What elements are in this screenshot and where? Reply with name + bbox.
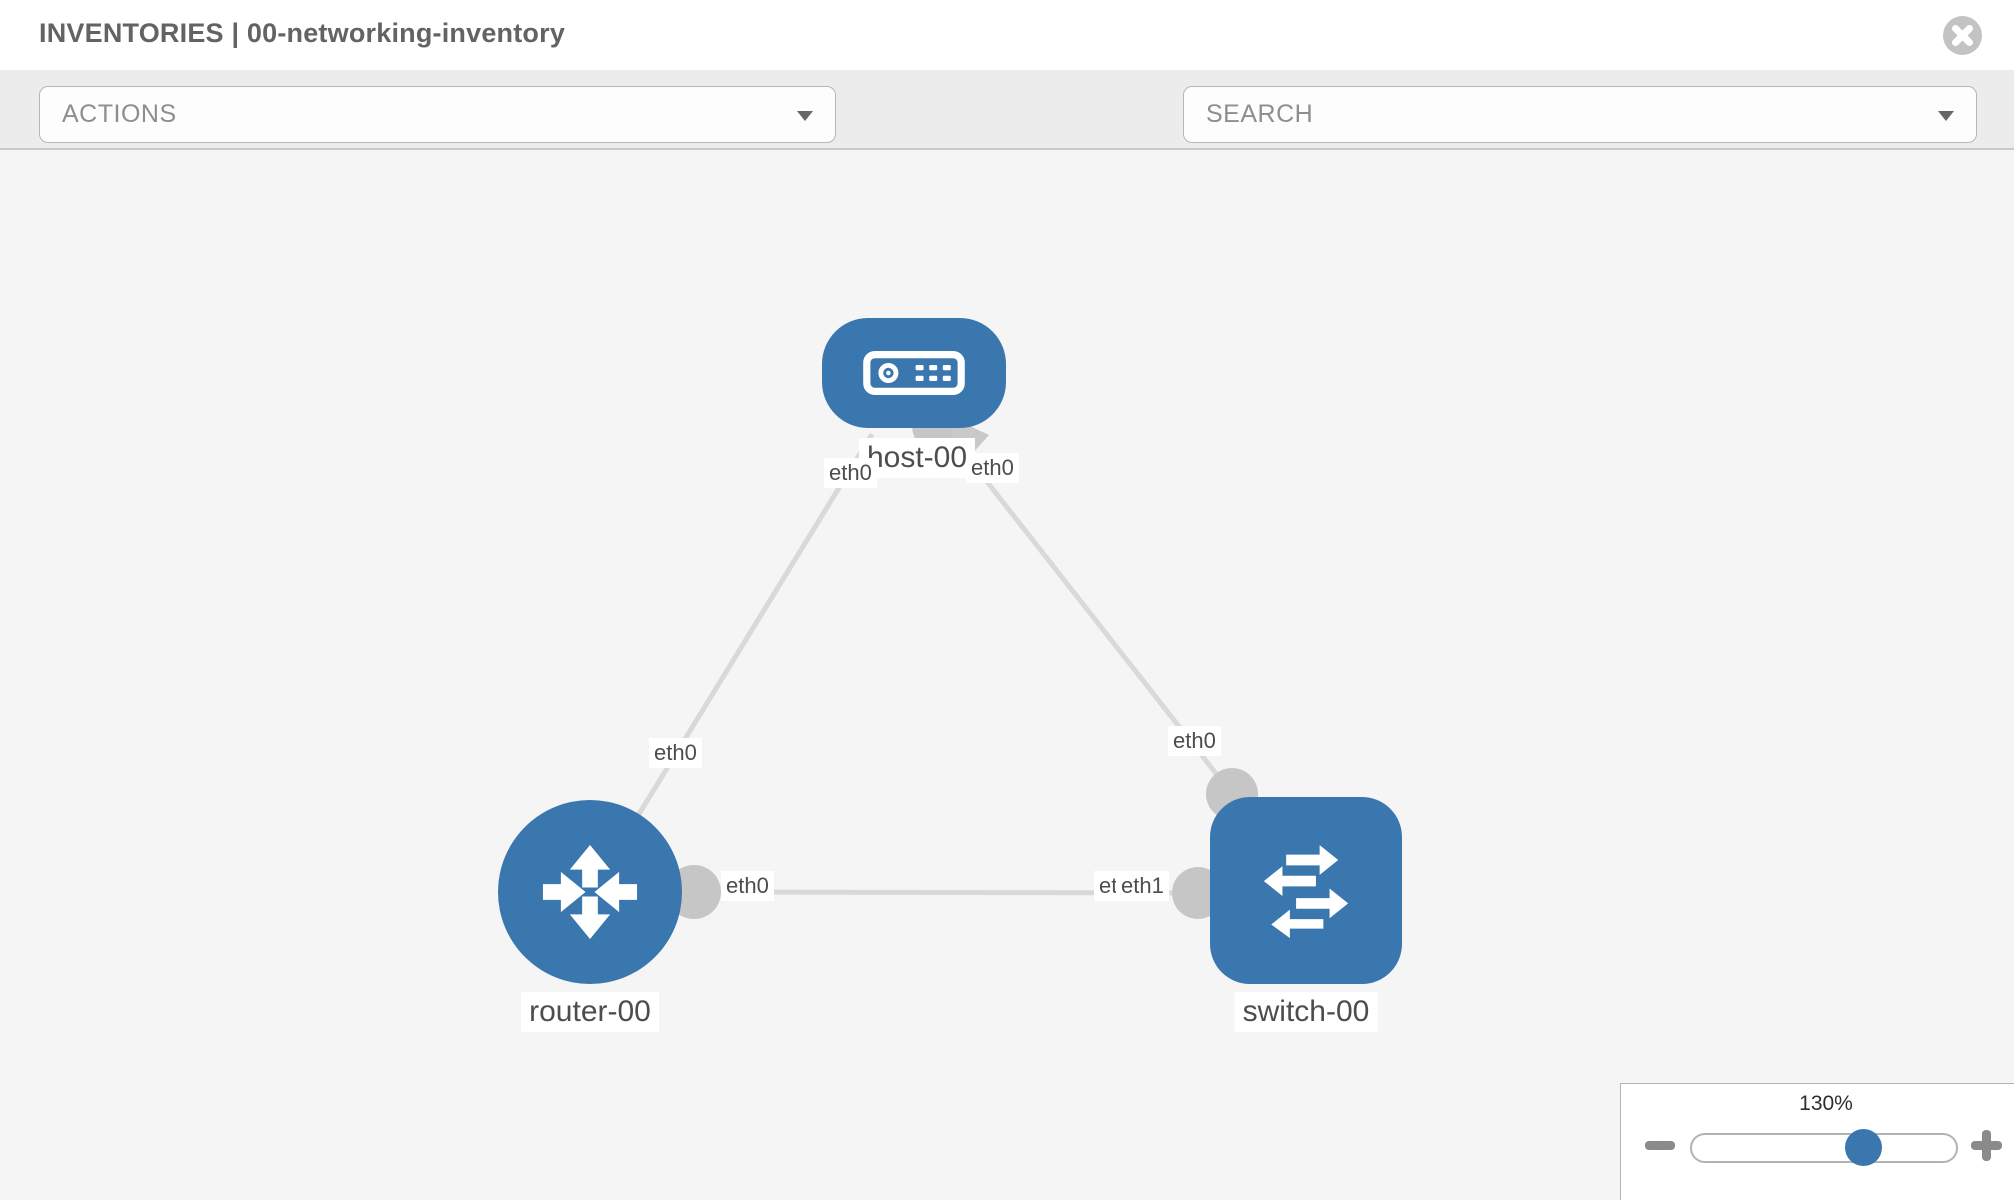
iface-label-router-eth0-right: eth0: [721, 871, 774, 901]
page-title: INVENTORIES | 00-networking-inventory: [39, 18, 566, 48]
node-label-host-00: host-00: [858, 438, 976, 478]
zoom-panel: 130%: [1620, 1083, 2014, 1200]
toolbar: ACTIONS SEARCH: [0, 70, 2014, 209]
zoom-slider-track[interactable]: [1690, 1133, 1958, 1163]
zoom-in-button[interactable]: [1971, 1130, 2002, 1161]
node-host-00[interactable]: [822, 318, 1006, 428]
topology-canvas[interactable]: host-00 router-00 switch-00 eth0 eth0 et…: [0, 152, 2014, 1200]
actions-dropdown[interactable]: ACTIONS: [39, 86, 836, 143]
header: INVENTORIES | 00-networking-inventory: [0, 0, 2014, 70]
chevron-down-icon: [797, 111, 813, 121]
node-label-switch-00: switch-00: [1234, 992, 1378, 1032]
chevron-down-icon: [1938, 111, 1954, 121]
plus-icon: [1982, 1130, 1991, 1161]
zoom-out-button[interactable]: [1645, 1141, 1675, 1150]
server-icon: [863, 351, 965, 395]
zoom-level-label: 130%: [1799, 1092, 1853, 1115]
node-switch-00[interactable]: [1210, 797, 1402, 984]
search-dropdown[interactable]: SEARCH: [1183, 86, 1977, 143]
links-layer: [587, 400, 1258, 919]
iface-label-switch-eth1: eth1: [1116, 871, 1169, 901]
node-label-router-00: router-00: [521, 992, 659, 1032]
iface-label-router-eth0-top: eth0: [649, 738, 702, 768]
iface-label-host-eth0-right: eth0: [966, 453, 1019, 483]
node-router-00[interactable]: [498, 800, 682, 984]
iface-label-switch-eth0-top: eth0: [1168, 726, 1221, 756]
close-icon: [1943, 16, 1982, 55]
close-button[interactable]: [1942, 15, 1983, 56]
router-arrows-icon: [542, 844, 638, 940]
switch-arrows-icon: [1263, 844, 1349, 938]
search-dropdown-label: SEARCH: [1206, 100, 1314, 128]
iface-label-host-eth0-left: eth0: [824, 458, 877, 488]
zoom-slider-thumb[interactable]: [1845, 1129, 1882, 1166]
actions-dropdown-label: ACTIONS: [62, 100, 177, 128]
